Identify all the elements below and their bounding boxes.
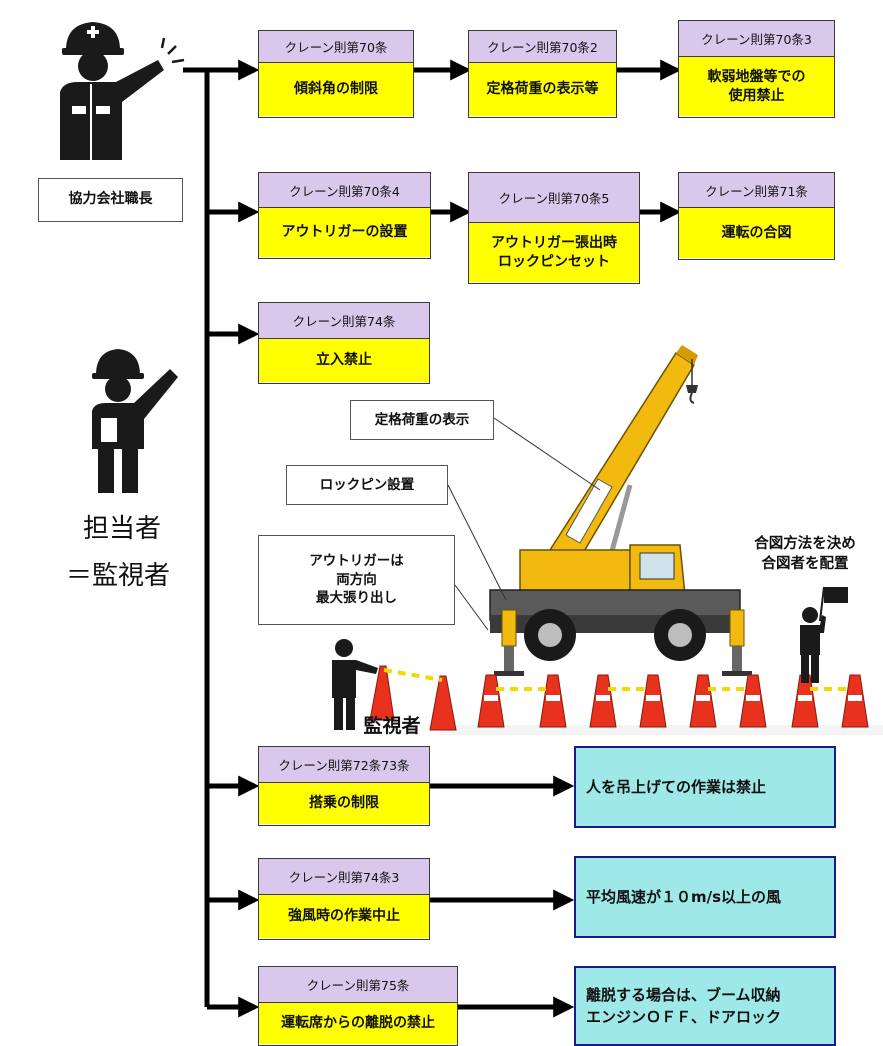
signal-callout: 合図方法を決め 合図者を配置 bbox=[754, 536, 856, 572]
rule-card-70-2: クレーン則第70条2 定格荷重の表示等 bbox=[468, 30, 617, 118]
rule-header: クレーン則第70条 bbox=[259, 31, 413, 63]
rule-card-70-3: クレーン則第70条3 軟弱地盤等での 使用禁止 bbox=[678, 20, 835, 118]
watcher-label: 監視者 bbox=[363, 715, 421, 737]
rule-card-75: クレーン則第75条 運転席からの離脱の禁止 bbox=[258, 966, 458, 1046]
rule-header: クレーン則第70条3 bbox=[679, 21, 834, 57]
result-boarding: 人を吊上げての作業は禁止 bbox=[574, 746, 836, 828]
lock-pin-callout: ロックピン設置 bbox=[286, 465, 448, 505]
rule-body: 搭乗の制限 bbox=[259, 783, 429, 824]
traffic-cone-row bbox=[440, 674, 883, 735]
rule-card-70-4: クレーン則第70条4 アウトリガーの設置 bbox=[258, 172, 431, 259]
result-wind: 平均風速が１０m/s以上の風 bbox=[574, 856, 836, 938]
load-display-callout: 定格荷重の表示 bbox=[350, 400, 494, 440]
rule-card-70-5: クレーン則第70条5 アウトリガー張出時 ロックピンセット bbox=[468, 172, 640, 284]
rule-header: クレーン則第74条 bbox=[259, 303, 429, 339]
foreman-role-label: 協力会社職長 bbox=[38, 178, 183, 222]
supervisor-pointing-icon bbox=[92, 349, 178, 493]
rule-card-74-3: クレーン則第74条3 強風時の作業中止 bbox=[258, 858, 430, 940]
watcher-person-icon bbox=[332, 639, 457, 731]
rule-body: 運転の合図 bbox=[679, 208, 834, 258]
rule-body: 運転席からの離脱の禁止 bbox=[259, 1003, 457, 1044]
result-leaving: 離脱する場合は、ブーム収納 エンジンＯＦＦ、ドアロック bbox=[574, 966, 836, 1046]
rule-body: アウトリガーの設置 bbox=[259, 208, 430, 257]
rule-header: クレーン則第75条 bbox=[259, 967, 457, 1003]
rule-header: クレーン則第74条3 bbox=[259, 859, 429, 895]
rule-card-74: クレーン則第74条 立入禁止 bbox=[258, 302, 430, 384]
rule-body: アウトリガー張出時 ロックピンセット bbox=[469, 223, 639, 282]
rule-body: 強風時の作業中止 bbox=[259, 895, 429, 938]
rule-header: クレーン則第70条2 bbox=[469, 31, 616, 63]
supervisor-watcher-label: ＝監視者 bbox=[65, 561, 170, 591]
rule-card-71: クレーン則第71条 運転の合図 bbox=[678, 172, 835, 260]
rule-body: 軟弱地盤等での 使用禁止 bbox=[679, 57, 834, 116]
outrigger-callout: アウトリガーは 両方向 最大張り出し bbox=[258, 535, 455, 625]
rule-body: 立入禁止 bbox=[259, 339, 429, 382]
rule-header: クレーン則第72条73条 bbox=[259, 747, 429, 783]
signal-flag-person-icon bbox=[800, 586, 848, 683]
rule-header: クレーン則第70条5 bbox=[469, 173, 639, 223]
foreman-pointing-icon bbox=[60, 22, 185, 160]
supervisor-role-label: 担当者 bbox=[82, 514, 161, 544]
rule-card-70: クレーン則第70条 傾斜角の制限 bbox=[258, 30, 414, 118]
rule-header: クレーン則第71条 bbox=[679, 173, 834, 208]
rule-card-72-73: クレーン則第72条73条 搭乗の制限 bbox=[258, 746, 430, 826]
rule-body: 定格荷重の表示等 bbox=[469, 63, 616, 116]
crane-truck-icon bbox=[489, 345, 752, 676]
rule-body: 傾斜角の制限 bbox=[259, 63, 413, 116]
rule-header: クレーン則第70条4 bbox=[259, 173, 430, 208]
